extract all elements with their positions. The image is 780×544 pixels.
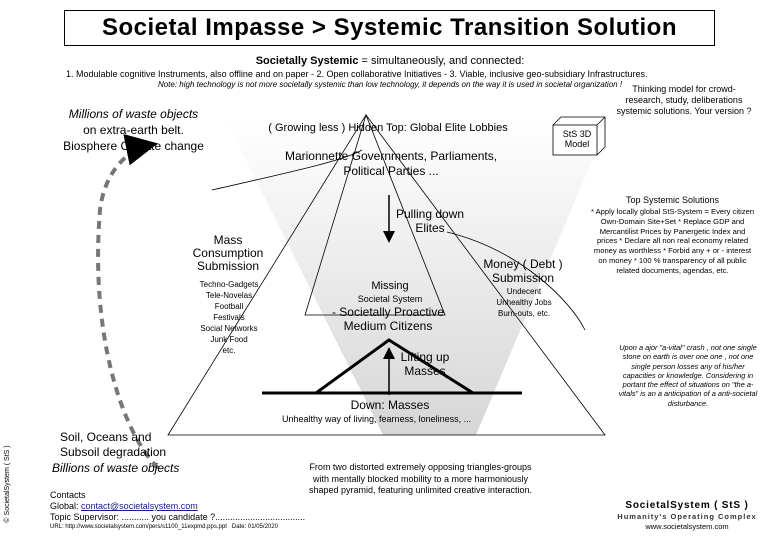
top-solutions-list: * Apply locally global StS-System = Ever…: [590, 207, 755, 275]
consumption-item: Football: [214, 302, 244, 311]
unhealthy-living-text: Unhealthy way of living, fearness, lonel…: [282, 414, 472, 424]
missing-label: Missing: [371, 280, 409, 292]
url-line: URL: http://www.societalsystem.com/pers/…: [50, 523, 310, 532]
hidden-top-text: ( Growing less ) Hidden Top: Global Elit…: [268, 122, 508, 134]
principles-text: 1. Modulable cognitive Instruments, also…: [66, 69, 648, 79]
soil-degradation-text: Soil, Oceans and Subsoil degradation: [60, 430, 167, 459]
waste-objects-block: Millions of waste objects on extra-earth…: [46, 106, 221, 154]
dashed-flow-arrow: [96, 134, 160, 470]
marionnette-text: Marionnette Governments, Parliaments, Po…: [284, 149, 498, 178]
brand-url[interactable]: www.societalsystem.com: [645, 522, 729, 531]
climate-change-text: Biosphere Climate change: [63, 139, 204, 153]
brand-block: SocietalSystem ( StS ) Humanity's Operat…: [607, 500, 767, 532]
curved-return-line: [211, 149, 363, 191]
proactive-citizens-text: - Societally Proactive Medium Citizens: [331, 305, 445, 333]
global-email-link[interactable]: contact@societalsystem.com: [81, 501, 198, 511]
contacts-block: Contacts Global: contact@societalsystem.…: [50, 490, 310, 532]
pulling-down-text: Pulling down Elites: [395, 207, 465, 235]
consumption-item: Festivals: [213, 313, 245, 322]
page-title: Societal Impasse > Systemic Transition S…: [64, 10, 715, 46]
down-masses-text: Down: Masses: [350, 398, 430, 412]
global-label: Global:: [50, 501, 82, 511]
subtitle-bold: Societally Systemic: [255, 55, 359, 67]
consumption-item: etc.: [222, 346, 236, 355]
money-items: Undecent Unhealthy Jobs Burn-outs, etc.: [482, 286, 566, 319]
outer-pyramid: [167, 114, 606, 436]
thinking-model-text: Thinking model for crowd-research, study…: [616, 84, 752, 116]
lifting-up-text: Lifting up Masses: [400, 350, 450, 378]
side-copyright: © SocietalSystem ( StS ): [4, 445, 11, 523]
brand-name: SocietalSystem ( StS ): [625, 500, 749, 511]
consumption-items: Techno-Gadgets Tele-Novelas Football Fes…: [189, 279, 269, 356]
global-contact: Global: contact@societalsystem.com: [50, 501, 310, 512]
brand-tagline: Humanity's Operating Complex: [617, 512, 757, 521]
consumption-item: Techno-Gadgets: [199, 280, 259, 289]
url-link[interactable]: URL: http://www.societalsystem.com/pers/…: [50, 524, 227, 530]
money-submission-text: Money ( Debt ) Submission: [483, 257, 563, 285]
technology-note: Note: high technology is not more societ…: [157, 80, 623, 89]
money-item: Undecent: [506, 287, 542, 296]
extra-earth-text: on extra-earth belt.: [83, 123, 184, 137]
curved-side-line: [446, 231, 586, 331]
money-item: Unhealthy Jobs: [496, 298, 552, 307]
sts-3d-cube: [552, 116, 606, 156]
elite-trapezoid: [225, 118, 610, 435]
money-item: Burn-outs, etc.: [497, 309, 551, 318]
top-solutions-title: Top Systemic Solutions: [625, 195, 720, 205]
sts3d-label: StS 3D Model: [562, 129, 592, 149]
subtitle-rest: = simultaneously, and connected:: [358, 55, 525, 67]
missing-system-label: Societal System: [357, 294, 423, 304]
topic-supervisor: Topic Supervisor: ........... you candid…: [50, 512, 306, 522]
mass-consumption-text: Mass Consumption Submission: [192, 233, 264, 273]
date-text: Date: 01/05/2020: [231, 524, 278, 530]
consumption-item: Junk Food: [210, 335, 248, 344]
crash-quote: Upon a ajor "a-vital" crash , not one si…: [618, 343, 758, 408]
inner-pyramid: [304, 113, 446, 316]
billions-waste-text: Billions of waste objects: [52, 461, 180, 475]
transition-text: From two distorted extremely opposing tr…: [308, 462, 533, 495]
subtitle: Societally Systemic = simultaneously, an…: [150, 55, 630, 68]
contacts-label: Contacts: [50, 490, 86, 500]
consumption-item: Social Networks: [200, 324, 258, 333]
consumption-item: Tele-Novelas: [205, 291, 253, 300]
waste-objects-text: Millions of waste objects: [68, 107, 199, 121]
